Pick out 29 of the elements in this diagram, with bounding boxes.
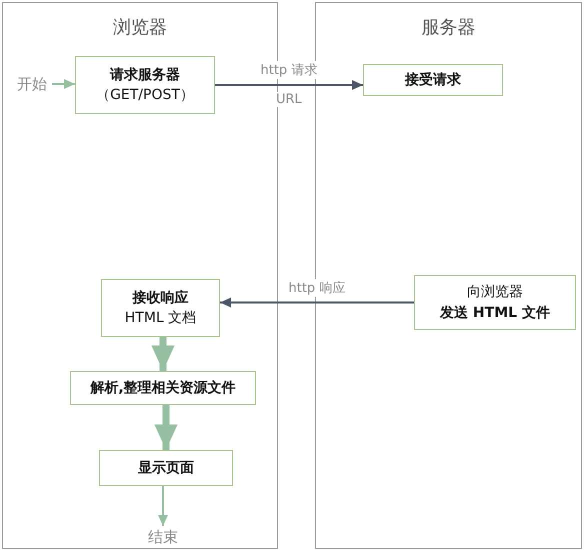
process-box bbox=[75, 56, 215, 114]
arrow bbox=[154, 405, 178, 450]
box-title: 解析,整理相关资源文件 bbox=[90, 378, 236, 398]
edge-label: http 请求 bbox=[258, 61, 320, 79]
box-text: HTML 文档 bbox=[124, 309, 196, 328]
process-box bbox=[99, 450, 233, 486]
terminal-text: 结束 bbox=[143, 526, 183, 548]
box-title: 接受请求 bbox=[405, 70, 461, 90]
box-title: 请求服务器 bbox=[110, 66, 180, 85]
arrow bbox=[158, 486, 168, 526]
process-box bbox=[101, 279, 220, 337]
swimlane bbox=[315, 2, 582, 549]
box-text: 发送 HTML 文件 bbox=[440, 304, 550, 322]
box-title: 接收响应 bbox=[132, 288, 188, 308]
lane-title: 服务器 bbox=[422, 16, 476, 39]
process-box bbox=[414, 275, 576, 330]
arrow bbox=[215, 80, 363, 90]
arrow bbox=[220, 298, 414, 308]
edge-note: URL bbox=[274, 92, 304, 107]
box-text: （GET/POST） bbox=[96, 86, 194, 105]
process-box bbox=[70, 371, 256, 405]
arrow bbox=[151, 337, 175, 371]
box-title: 显示页面 bbox=[138, 458, 194, 478]
arrow bbox=[52, 79, 75, 89]
terminal-text: 开始 bbox=[12, 72, 52, 96]
box-title: 向浏览器 bbox=[467, 283, 523, 302]
process-box bbox=[363, 64, 503, 96]
edge-label: http 响应 bbox=[286, 278, 348, 296]
lane-title: 浏览器 bbox=[113, 16, 167, 39]
